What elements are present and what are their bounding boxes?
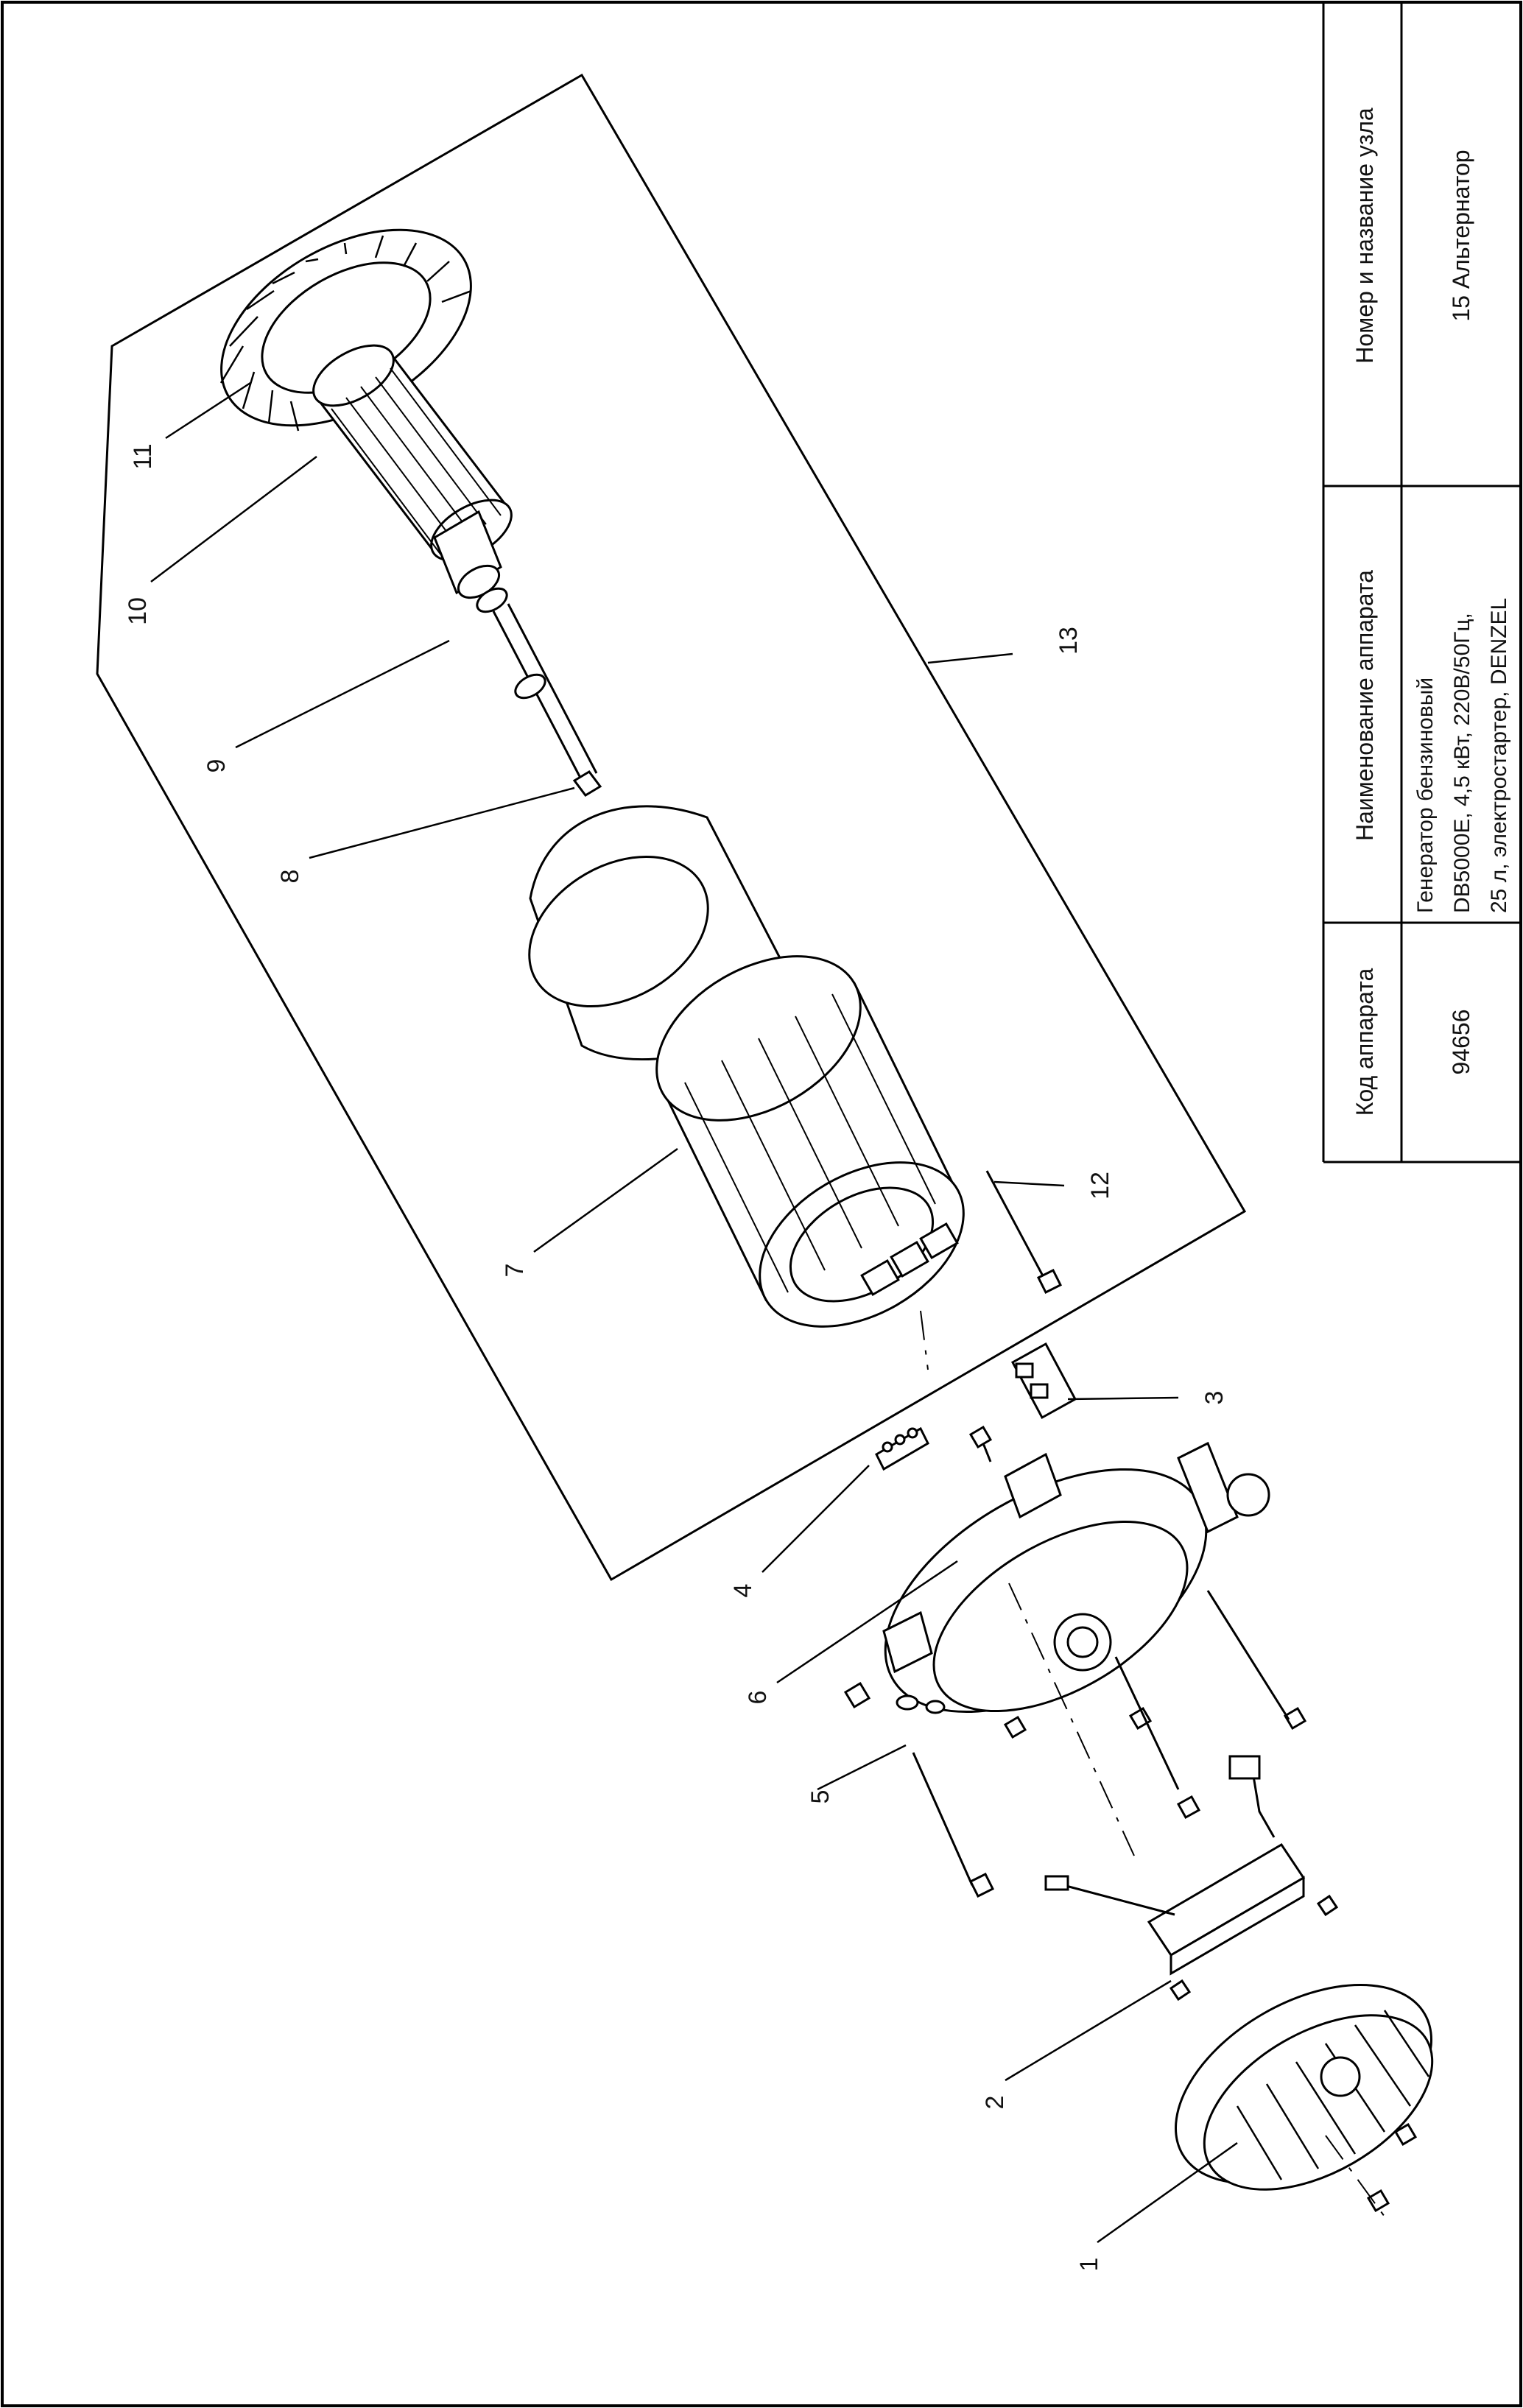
code-header: Код аппарата: [1351, 968, 1378, 1116]
voltage-regulator-2: [1044, 1755, 1339, 2002]
callout-8: 8: [276, 870, 304, 884]
name-line-1: Генератор бензиновый: [1413, 677, 1438, 913]
assembly-outline-13: [96, 73, 1247, 1582]
callout-5: 5: [806, 1790, 834, 1804]
stator-7: [655, 955, 965, 1328]
title-block: Код аппарата 94656 Наименование аппарата…: [1322, 2, 1521, 1163]
callout-12: 12: [1086, 1172, 1114, 1200]
terminal-strip-4: [875, 1426, 929, 1471]
callout-numbers: 1 2 3 4 5 6 7 8 9 10 11 12 13: [124, 443, 1228, 2271]
callout-11: 11: [129, 443, 157, 469]
callout-1: 1: [1075, 2258, 1103, 2272]
rotor-bolt-8: [572, 770, 602, 797]
assembly-axis-lines: [920, 1310, 1385, 2217]
name-line-3: 25 л, электростартер, DENZEL: [1487, 598, 1511, 913]
callout-4: 4: [729, 1584, 757, 1598]
bracket-screws: [968, 1425, 1307, 1739]
name-header: Наименование аппарата: [1351, 570, 1378, 841]
callout-7: 7: [501, 1264, 529, 1278]
unit-value: 15 Альтернатор: [1448, 149, 1474, 321]
end-bracket-6: [882, 1441, 1270, 1714]
callout-leaders: [150, 381, 1238, 2244]
washer-9: [514, 673, 546, 700]
unit-header: Номер и название узла: [1351, 108, 1378, 364]
long-bolt-5: [843, 1681, 995, 1898]
shaft: [492, 603, 598, 781]
rear-cover-1: [1175, 1983, 1434, 2213]
callout-3: 3: [1200, 1391, 1228, 1405]
code-value: 94656: [1448, 1010, 1474, 1075]
callout-13: 13: [1055, 627, 1083, 655]
callout-10: 10: [124, 597, 152, 625]
callout-9: 9: [203, 759, 231, 773]
stator-bolt-12: [985, 1170, 1063, 1295]
name-line-2: DB5000E, 4,5 кВт, 220В/50Гц,: [1450, 613, 1474, 913]
callout-6: 6: [744, 1691, 772, 1705]
through-bolts: [1114, 1590, 1290, 1820]
rotor-10: [312, 344, 513, 613]
brush-holder-3: [1010, 1342, 1077, 1420]
callout-2: 2: [981, 2096, 1009, 2110]
